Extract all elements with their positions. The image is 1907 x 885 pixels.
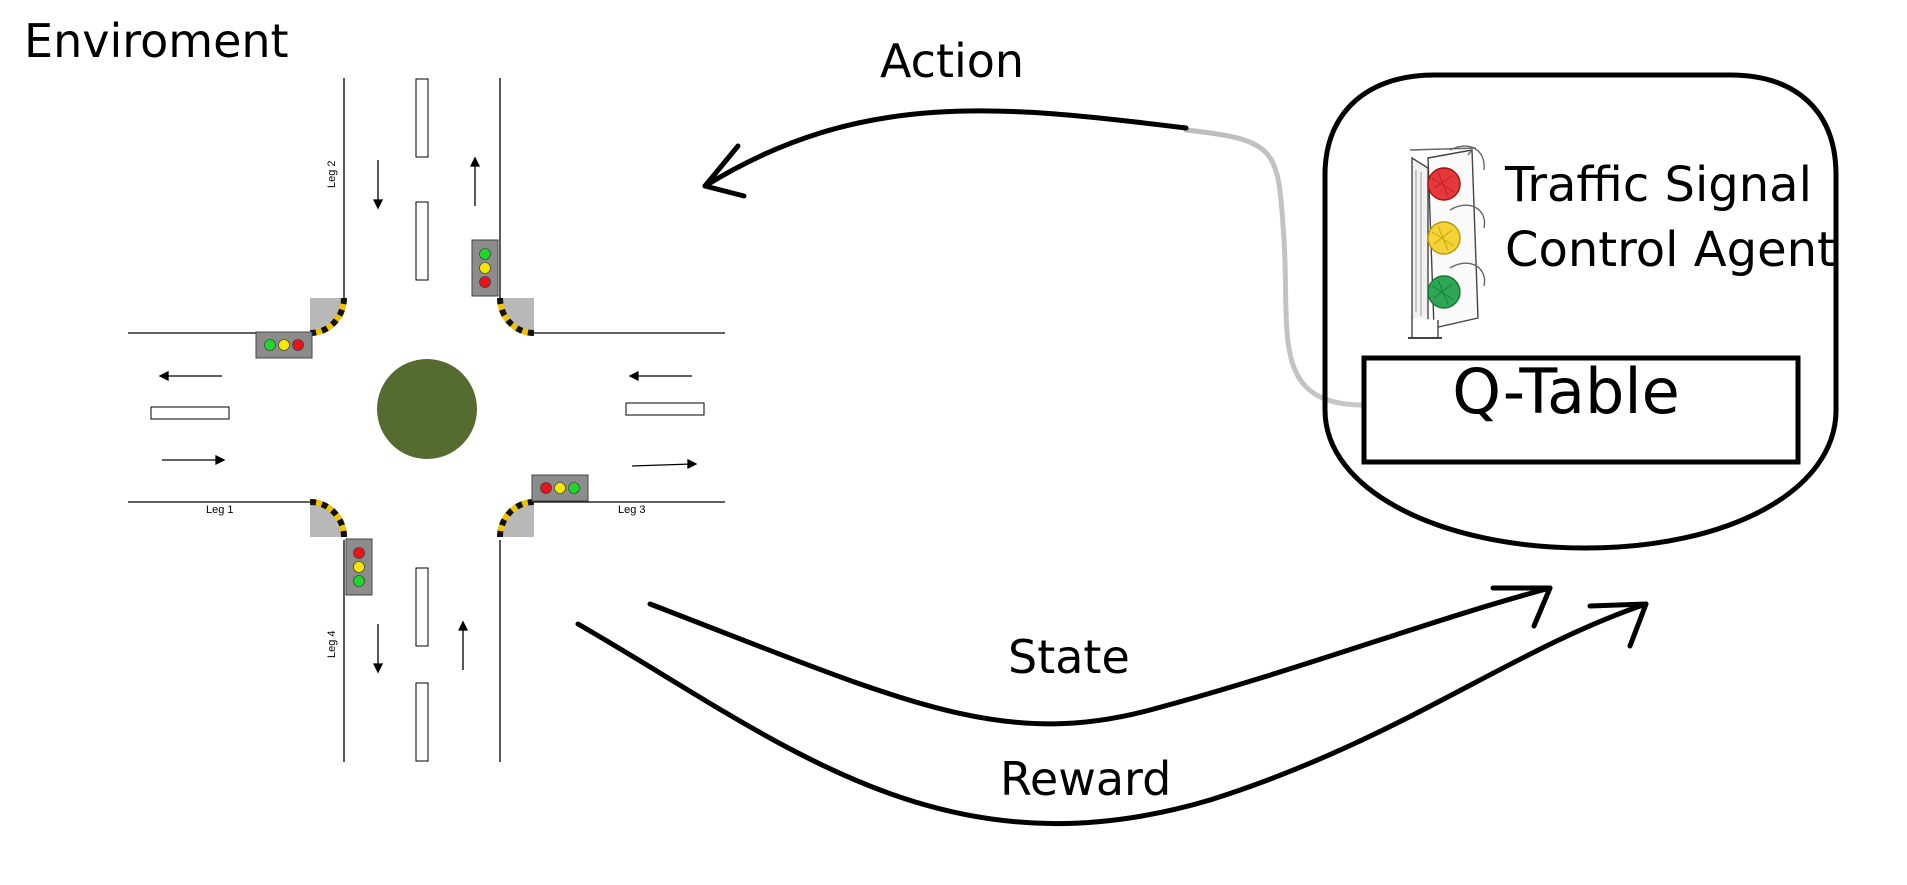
reward-arrow [575, 601, 1649, 826]
signal-east [531, 474, 589, 502]
agent-title-line1: Traffic Signal [1505, 157, 1812, 213]
lane-arrows [158, 156, 698, 674]
action-label: Action [880, 34, 1025, 88]
lane-dividers [150, 78, 705, 762]
road-edges [128, 78, 725, 762]
signal-north [471, 239, 499, 297]
agent-title-line2: Control Agent [1505, 222, 1836, 278]
signal-west [255, 331, 313, 359]
leg-2-label: Leg 2 [326, 160, 338, 188]
action-arrow [702, 108, 1367, 408]
intersection [128, 78, 725, 762]
environment-title: Enviroment [24, 14, 289, 68]
leg-1-label: Leg 1 [206, 504, 234, 516]
reward-label: Reward [1000, 752, 1172, 806]
qtable-label: Q-Table [1452, 355, 1680, 428]
traffic-light-icon [1408, 145, 1486, 339]
curb-arcs [309, 297, 535, 538]
corner-pads [310, 298, 534, 537]
agent-container [1322, 72, 1839, 551]
state-label: State [1008, 630, 1130, 684]
leg-4-label: Leg 4 [326, 630, 338, 658]
signal-south [345, 538, 373, 596]
state-arrow [647, 585, 1553, 727]
leg-3-label: Leg 3 [618, 504, 646, 516]
central-island [377, 359, 477, 459]
qtable-box [1361, 355, 1801, 465]
